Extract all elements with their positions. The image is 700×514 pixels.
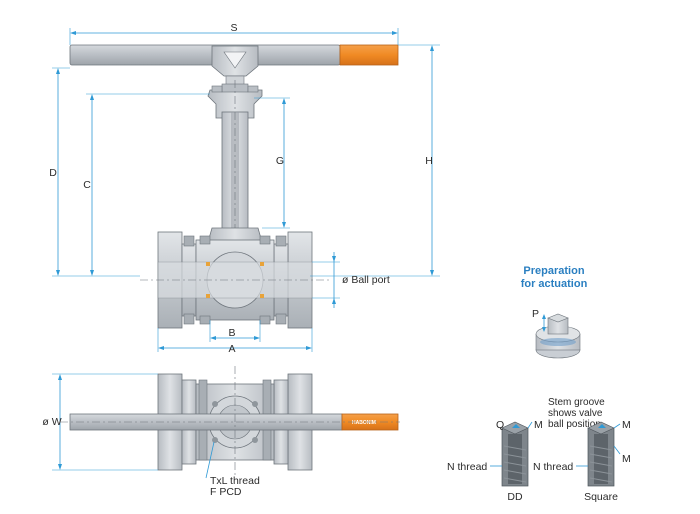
dim-h-label: H (425, 155, 433, 167)
n-thread-dd-label: N thread (447, 461, 487, 473)
stem-top-3d (535, 313, 581, 359)
pcd-label: F PCD (210, 486, 242, 498)
dim-b-label: B (228, 327, 235, 339)
dim-w: ø W (42, 373, 158, 471)
stem-groove-line-3: ball position (548, 419, 601, 430)
dim-a-label: A (228, 343, 235, 355)
bottom-view: HABONIM ø W TxL thread F PCD (42, 366, 400, 498)
actuation-prep: Preparation for actuation P (521, 265, 588, 359)
thread-label: TxL thread (210, 475, 260, 487)
stem-groove-line-2: shows valve (548, 408, 603, 419)
dim-g: G (254, 97, 290, 229)
dim-h: H (310, 44, 440, 277)
stem-detail-square: Stem groove shows valve ball position M … (533, 397, 631, 503)
dim-q-label: Q (496, 419, 504, 431)
dim-ball-port-label: ø Ball port (342, 274, 390, 286)
dim-d: D (49, 67, 140, 277)
dim-b: B (209, 320, 261, 342)
front-view: S D C G (49, 22, 440, 355)
dim-ball-port: ø Ball port (312, 252, 390, 308)
dim-c: C (83, 93, 210, 276)
brand-label: HABONIM (352, 420, 376, 426)
dim-m-sq-2-label: M (622, 453, 631, 465)
prep-title-line-1: Preparation (523, 265, 584, 277)
handle-lever (69, 44, 399, 87)
dim-g-label: G (276, 155, 284, 167)
dim-s-label: S (230, 22, 237, 34)
stem-groove-line-1: Stem groove (548, 397, 605, 408)
dd-caption: DD (507, 491, 523, 503)
dim-s: S (69, 22, 399, 45)
dim-w-label: ø W (42, 416, 61, 428)
stem-detail-dd: Q M N thread DD (447, 419, 543, 503)
n-thread-sq-label: N thread (533, 461, 573, 473)
valve-body (140, 235, 330, 325)
dim-a: A (157, 328, 313, 355)
dim-p-label: P (532, 308, 539, 320)
square-caption: Square (584, 491, 618, 503)
dim-d-label: D (49, 167, 57, 179)
prep-title-line-2: for actuation (521, 278, 588, 290)
dim-m-sq-1-label: M (622, 419, 631, 431)
dim-m-dd-label: M (534, 419, 543, 431)
dim-c-label: C (83, 179, 91, 191)
handle-grip (339, 44, 399, 66)
